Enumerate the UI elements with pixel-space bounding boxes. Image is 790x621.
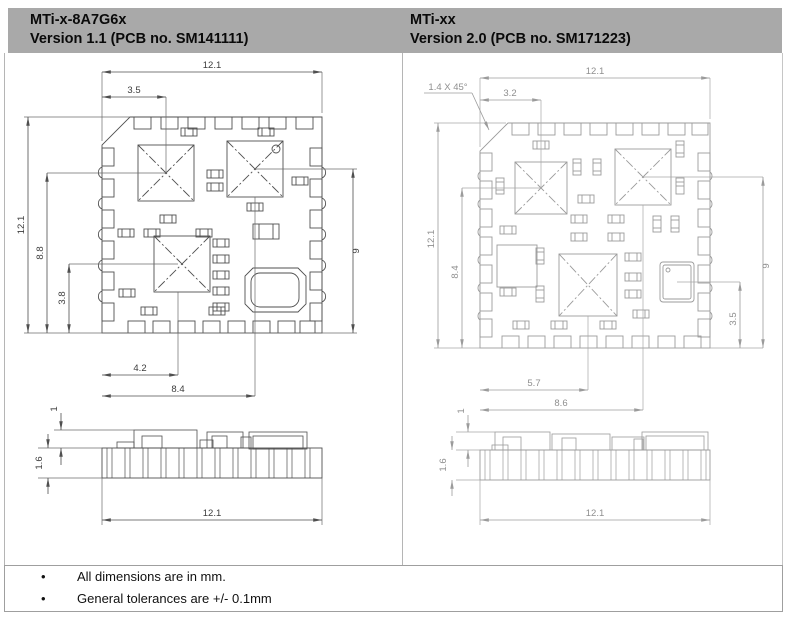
dim-side-width: 12.1 (586, 508, 605, 519)
dim-board-thickness: 1.6 (438, 458, 449, 471)
left-panel-border (4, 53, 5, 565)
right-extension-lines (434, 78, 763, 410)
passive-components (495, 140, 685, 330)
passive-components (117, 127, 309, 316)
right-side-extension-lines (456, 431, 711, 525)
dim-3-8: 3.8 (57, 291, 68, 304)
panel-divider (402, 53, 403, 565)
note-tolerances: General tolerances are +/- 0.1mm (77, 591, 272, 606)
pin1-marker (271, 144, 281, 154)
side-components (491, 431, 709, 451)
dim-8-6: 8.6 (554, 398, 567, 409)
left-side-extension-lines (38, 429, 323, 525)
side-castellations (106, 448, 311, 478)
left-version-line: Version 1.1 (PCB no. SM141111) (30, 31, 249, 47)
left-top-view (98, 116, 326, 334)
left-extension-lines (24, 72, 357, 396)
dim-8-8: 8.8 (35, 246, 46, 259)
left-side-dimension-lines (46, 413, 322, 522)
right-panel-border (782, 53, 783, 565)
dim-4-2: 4.2 (133, 363, 146, 374)
left-dimension-lines (26, 70, 355, 398)
dim-component-height: 1 (49, 406, 60, 411)
bullet-icon: • (41, 569, 46, 584)
left-product-name: MTi-x-8A7G6x (30, 12, 127, 28)
bottom-edge-pads (127, 320, 316, 334)
right-edge-pads (309, 147, 326, 322)
right-top-view (477, 122, 713, 349)
dim-5-7: 5.7 (527, 378, 540, 389)
note-row: • All dimensions are in mm. (5, 569, 782, 588)
right-side-dimension-lines (450, 415, 710, 522)
left-side-view (101, 429, 323, 479)
dim-top-width: 12.1 (203, 60, 222, 71)
dim-pad-offset: 3.2 (503, 88, 516, 99)
dim-left-height: 12.1 (16, 216, 27, 235)
dim-component-height: 1 (456, 408, 467, 413)
side-components (116, 429, 308, 450)
left-edge-pads (477, 152, 493, 338)
right-side-dimension-labels: 1 1.6 12.1 (438, 408, 604, 519)
header-bar: MTi-x-8A7G6x Version 1.1 (PCB no. SM1411… (8, 8, 782, 53)
side-castellations (484, 450, 707, 480)
dim-8-4: 8.4 (171, 384, 184, 395)
dim-8-4: 8.4 (450, 265, 461, 278)
notes-box: • All dimensions are in mm. • General to… (4, 565, 783, 612)
dim-side-width: 12.1 (203, 508, 222, 519)
left-panel-title: MTi-x-8A7G6x Version 1.1 (PCB no. SM1411… (30, 11, 248, 49)
bullet-icon: • (41, 591, 46, 606)
right-version-line: Version 2.0 (PCB no. SM171223) (410, 31, 631, 47)
left-edge-pads (98, 147, 115, 322)
left-side-dimension-labels: 1 1.6 12.1 (34, 406, 221, 519)
ic-square-center (558, 253, 618, 317)
right-side-view (479, 431, 711, 481)
left-dimension-labels: 12.1 3.5 12.1 8.8 3.8 9 4.2 8.4 (16, 60, 362, 395)
dim-3-5: 3.5 (728, 312, 739, 325)
note-dimensions: All dimensions are in mm. (77, 569, 226, 584)
dim-top-width: 12.1 (586, 66, 605, 77)
right-pcb-drawing: 12.1 3.2 1.4 X 45° 12.1 8.4 9 3.5 5.7 8.… (424, 66, 772, 525)
top-edge-pads (511, 122, 709, 136)
crystal-component (244, 267, 307, 313)
dim-left-height: 12.1 (426, 230, 437, 249)
dim-9: 9 (351, 248, 362, 253)
right-dimension-labels: 12.1 3.2 1.4 X 45° 12.1 8.4 9 3.5 5.7 8.… (426, 66, 772, 409)
right-edge-pads (697, 152, 713, 338)
right-dimension-lines (424, 76, 765, 412)
chamfer-callout: 1.4 X 45° (428, 82, 467, 93)
dim-pad-offset: 3.5 (127, 85, 140, 96)
bottom-edge-pads (501, 335, 702, 349)
plain-square-component (496, 244, 538, 288)
dim-9: 9 (761, 263, 772, 268)
right-product-name: MTi-xx (410, 12, 456, 28)
right-panel-title: MTi-xx Version 2.0 (PCB no. SM171223) (410, 11, 631, 49)
dim-board-thickness: 1.6 (34, 456, 45, 469)
note-row: • General tolerances are +/- 0.1mm (5, 591, 782, 610)
left-pcb-drawing: 12.1 3.5 12.1 8.8 3.8 9 4.2 8.4 (16, 60, 362, 525)
top-edge-pads (133, 116, 314, 130)
